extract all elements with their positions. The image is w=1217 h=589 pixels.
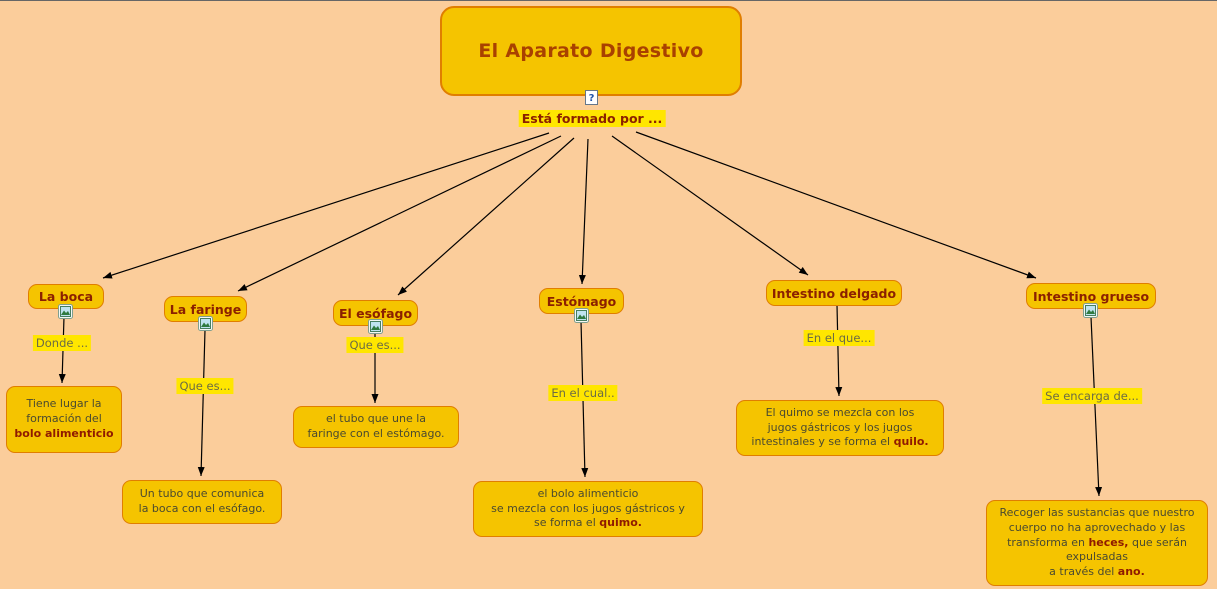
image-landscape-icon-glyph — [58, 304, 73, 319]
edge-root-delgado — [611, 135, 809, 276]
node-label: Intestino grueso — [1032, 288, 1150, 304]
image-landscape-icon[interactable] — [58, 304, 74, 320]
edge-root-esofago — [397, 137, 575, 296]
link-que-es-faringe: Que es... — [176, 378, 234, 394]
edge-root-faringe — [237, 135, 562, 292]
image-landscape-icon[interactable] — [368, 319, 384, 335]
question-page-icon[interactable]: ? — [584, 90, 600, 106]
image-landscape-icon-glyph — [198, 316, 213, 331]
edge-root-estomago — [578, 138, 589, 285]
link-que-es-esofago: Que es... — [346, 337, 404, 353]
node-label: La boca — [38, 289, 94, 304]
node-label: Intestino delgado — [771, 285, 897, 301]
edge-delgado-desc — [835, 304, 843, 397]
node-label: El esófago — [338, 305, 413, 321]
image-landscape-icon-glyph — [1083, 303, 1098, 318]
image-landscape-icon-glyph — [574, 308, 589, 323]
link-en-el-cual: En el cual.. — [548, 385, 618, 401]
link-se-encarga-de: Se encarga de... — [1042, 388, 1142, 404]
edge-faringe-desc — [197, 329, 206, 477]
image-landscape-icon-glyph — [368, 319, 383, 334]
edge-root-grueso — [635, 131, 1037, 279]
image-landscape-icon[interactable] — [1083, 303, 1099, 319]
page-title: El Aparato Digestivo — [478, 40, 704, 62]
link-en-el-que: En el que... — [803, 330, 875, 346]
image-landscape-icon[interactable] — [198, 316, 214, 332]
edge-root-boca — [102, 132, 550, 279]
link-donde: Donde ... — [32, 335, 92, 351]
svg-text:?: ? — [589, 93, 595, 104]
link-esta-formado-por: Está formado por ... — [518, 110, 666, 127]
node-el-esofago[interactable]: El esófago — [333, 300, 418, 326]
image-landscape-icon[interactable] — [574, 308, 590, 324]
node-aparato-digestivo[interactable]: El Aparato Digestivo — [440, 6, 742, 96]
question-page-icon-glyph: ? — [585, 90, 598, 105]
node-label: La faringe — [169, 301, 242, 317]
node-label: Estómago — [546, 293, 617, 309]
edge-grueso-desc — [1090, 316, 1103, 497]
node-intestino-delgado[interactable]: Intestino delgado — [766, 280, 902, 306]
node-estomago[interactable]: Estómago — [539, 288, 624, 314]
